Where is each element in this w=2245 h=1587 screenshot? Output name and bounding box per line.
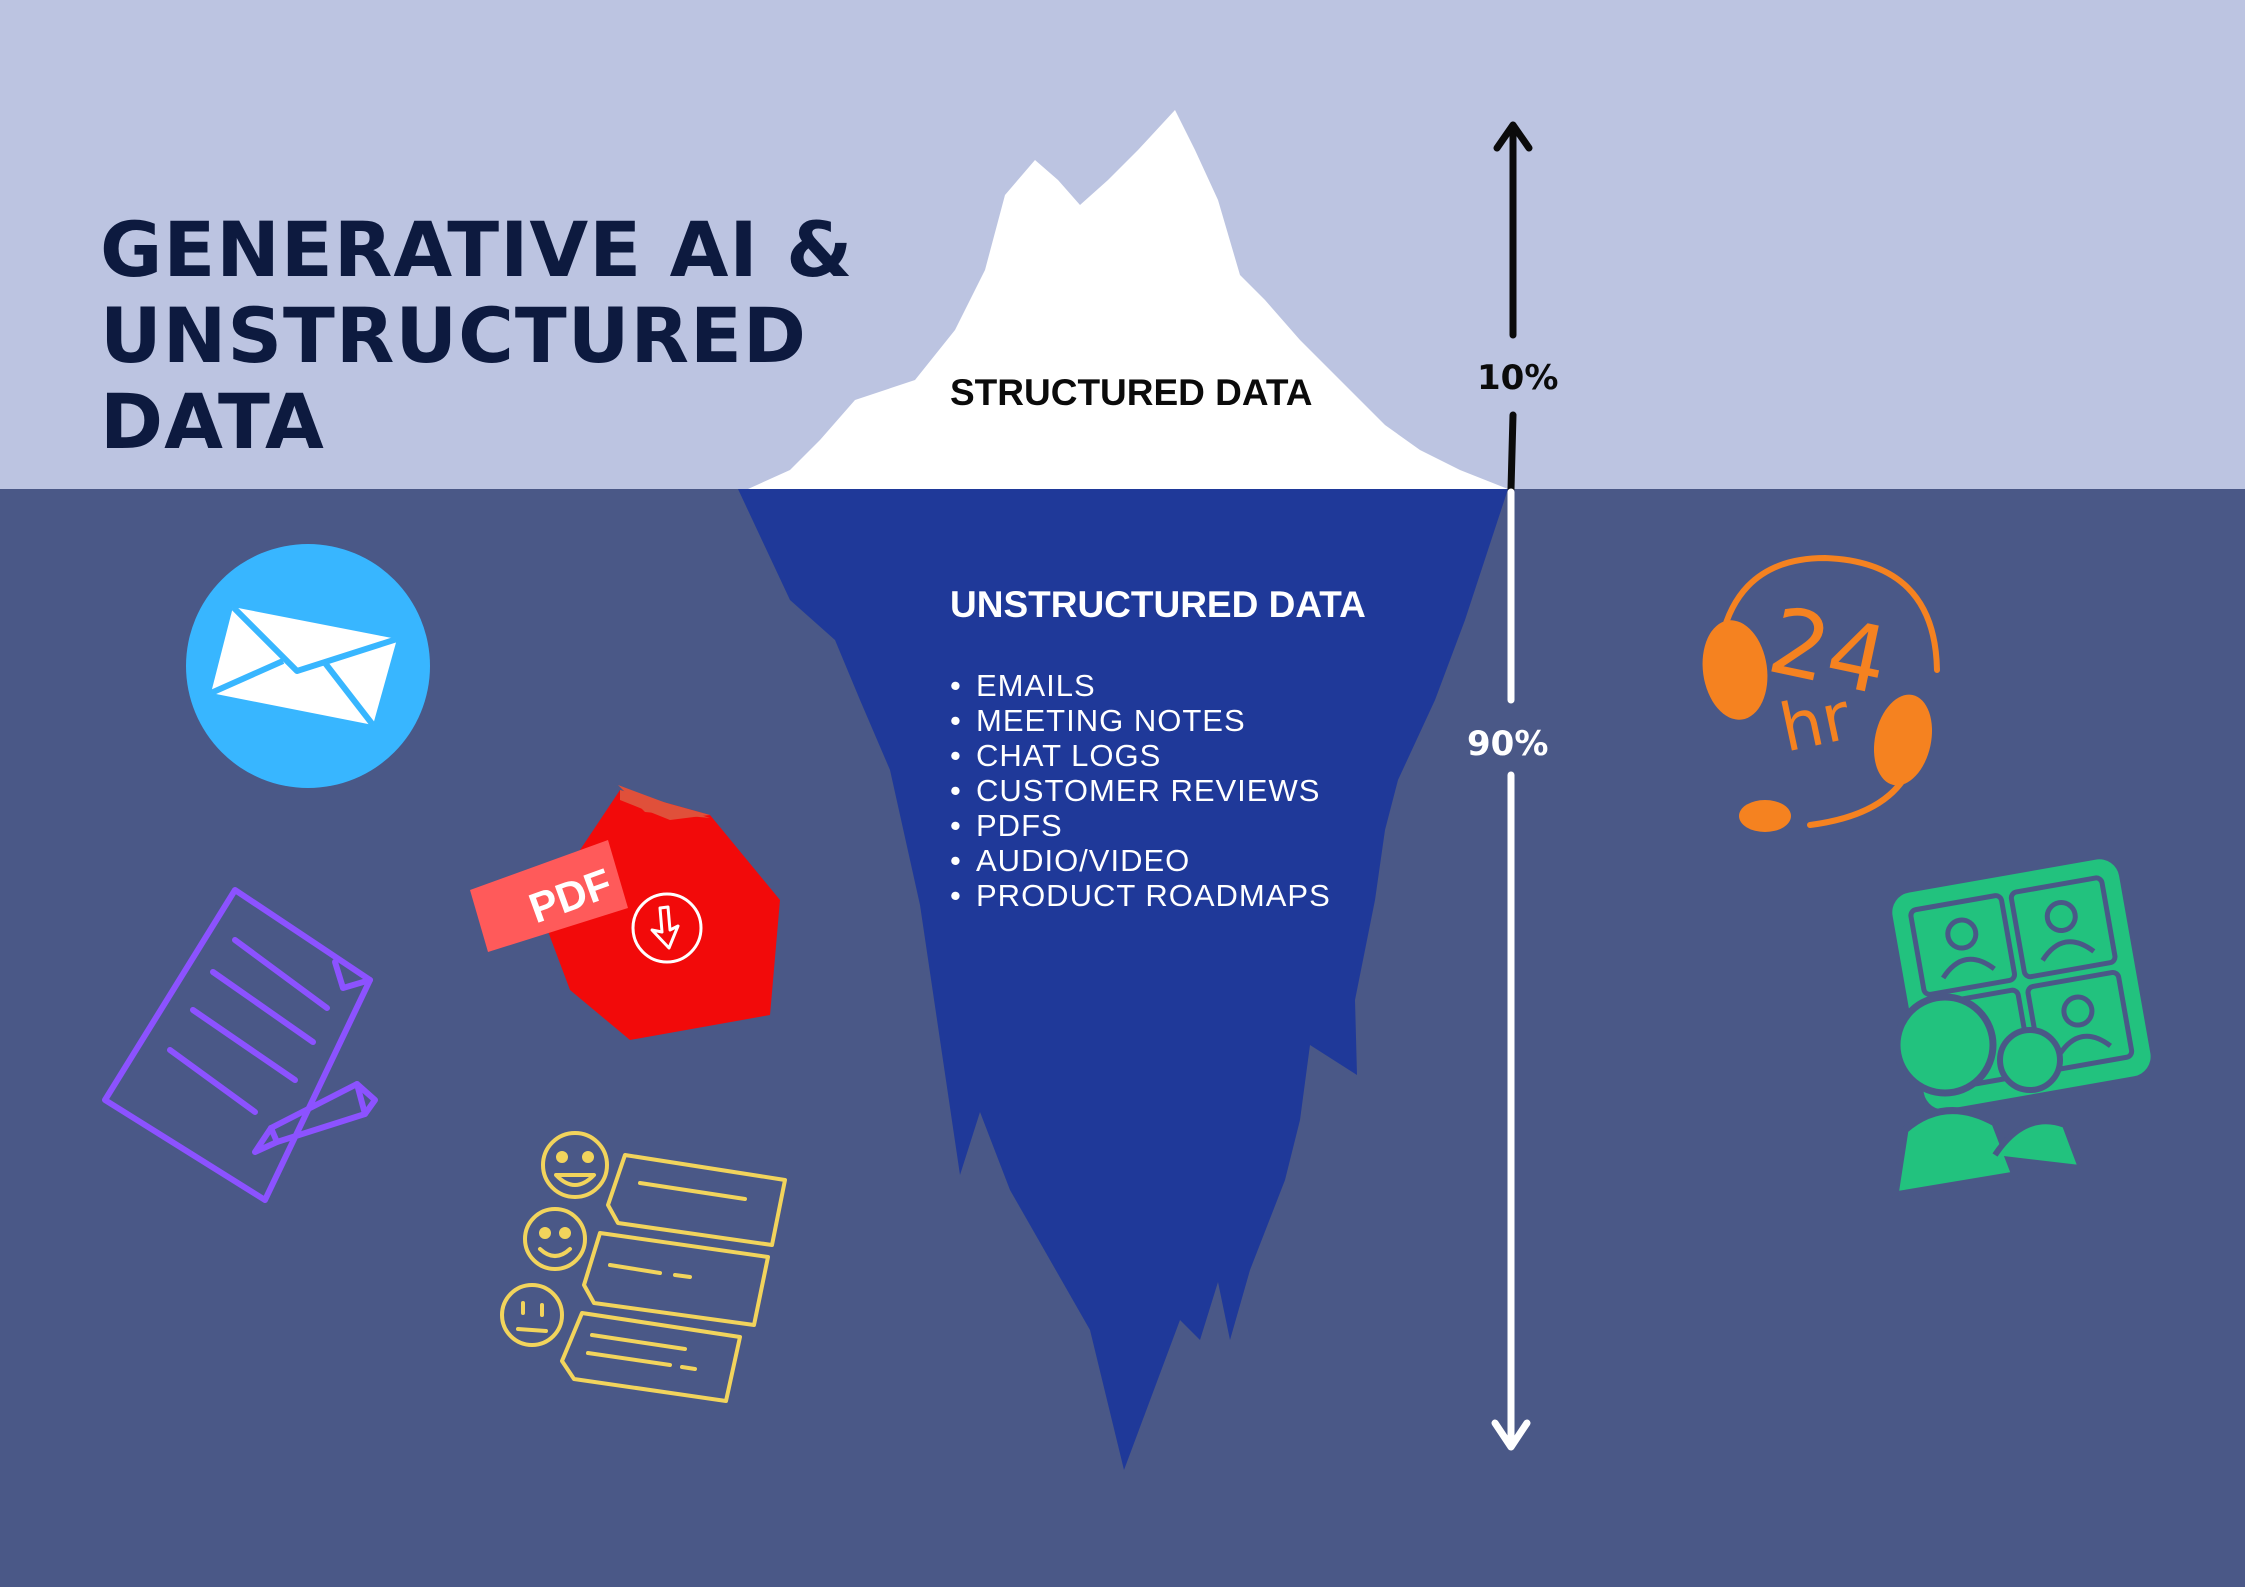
video-meeting-icon <box>1891 859 2151 1199</box>
list-item: PRODUCT ROADMAPS <box>950 878 1331 913</box>
iceberg-tip <box>748 110 1508 489</box>
review-faces-icon <box>500 1131 787 1403</box>
list-item: MEETING NOTES <box>950 703 1331 738</box>
pdf-file-icon: PDF <box>470 785 780 1040</box>
list-item: AUDIO/VIDEO <box>950 843 1331 878</box>
below-water-percentage: 90% <box>1467 724 1549 764</box>
list-item: CUSTOMER REVIEWS <box>950 773 1331 808</box>
top-arrow <box>1493 121 1533 493</box>
headset-24hr-icon: 24 hr <box>1702 554 1940 832</box>
support-digits: 24 <box>1760 587 1897 716</box>
list-item: CHAT LOGS <box>950 738 1331 773</box>
unstructured-data-list: EMAILS MEETING NOTES CHAT LOGS CUSTOMER … <box>950 668 1331 913</box>
list-item: PDFS <box>950 808 1331 843</box>
unstructured-data-label: UNSTRUCTURED DATA <box>950 584 1366 625</box>
page-title-line-1: GENERATIVE AI & <box>100 205 854 294</box>
support-unit: hr <box>1773 678 1857 768</box>
above-water-percentage: 10% <box>1477 358 1559 398</box>
structured-data-label: STRUCTURED DATA <box>950 372 1313 413</box>
page-title-line-2: UNSTRUCTURED <box>100 291 807 380</box>
document-pencil-icon <box>102 887 378 1203</box>
list-item: EMAILS <box>950 668 1331 703</box>
bottom-arrow <box>1491 488 1531 1451</box>
envelope-icon <box>186 544 430 788</box>
page-title-line-3: DATA <box>100 377 325 466</box>
